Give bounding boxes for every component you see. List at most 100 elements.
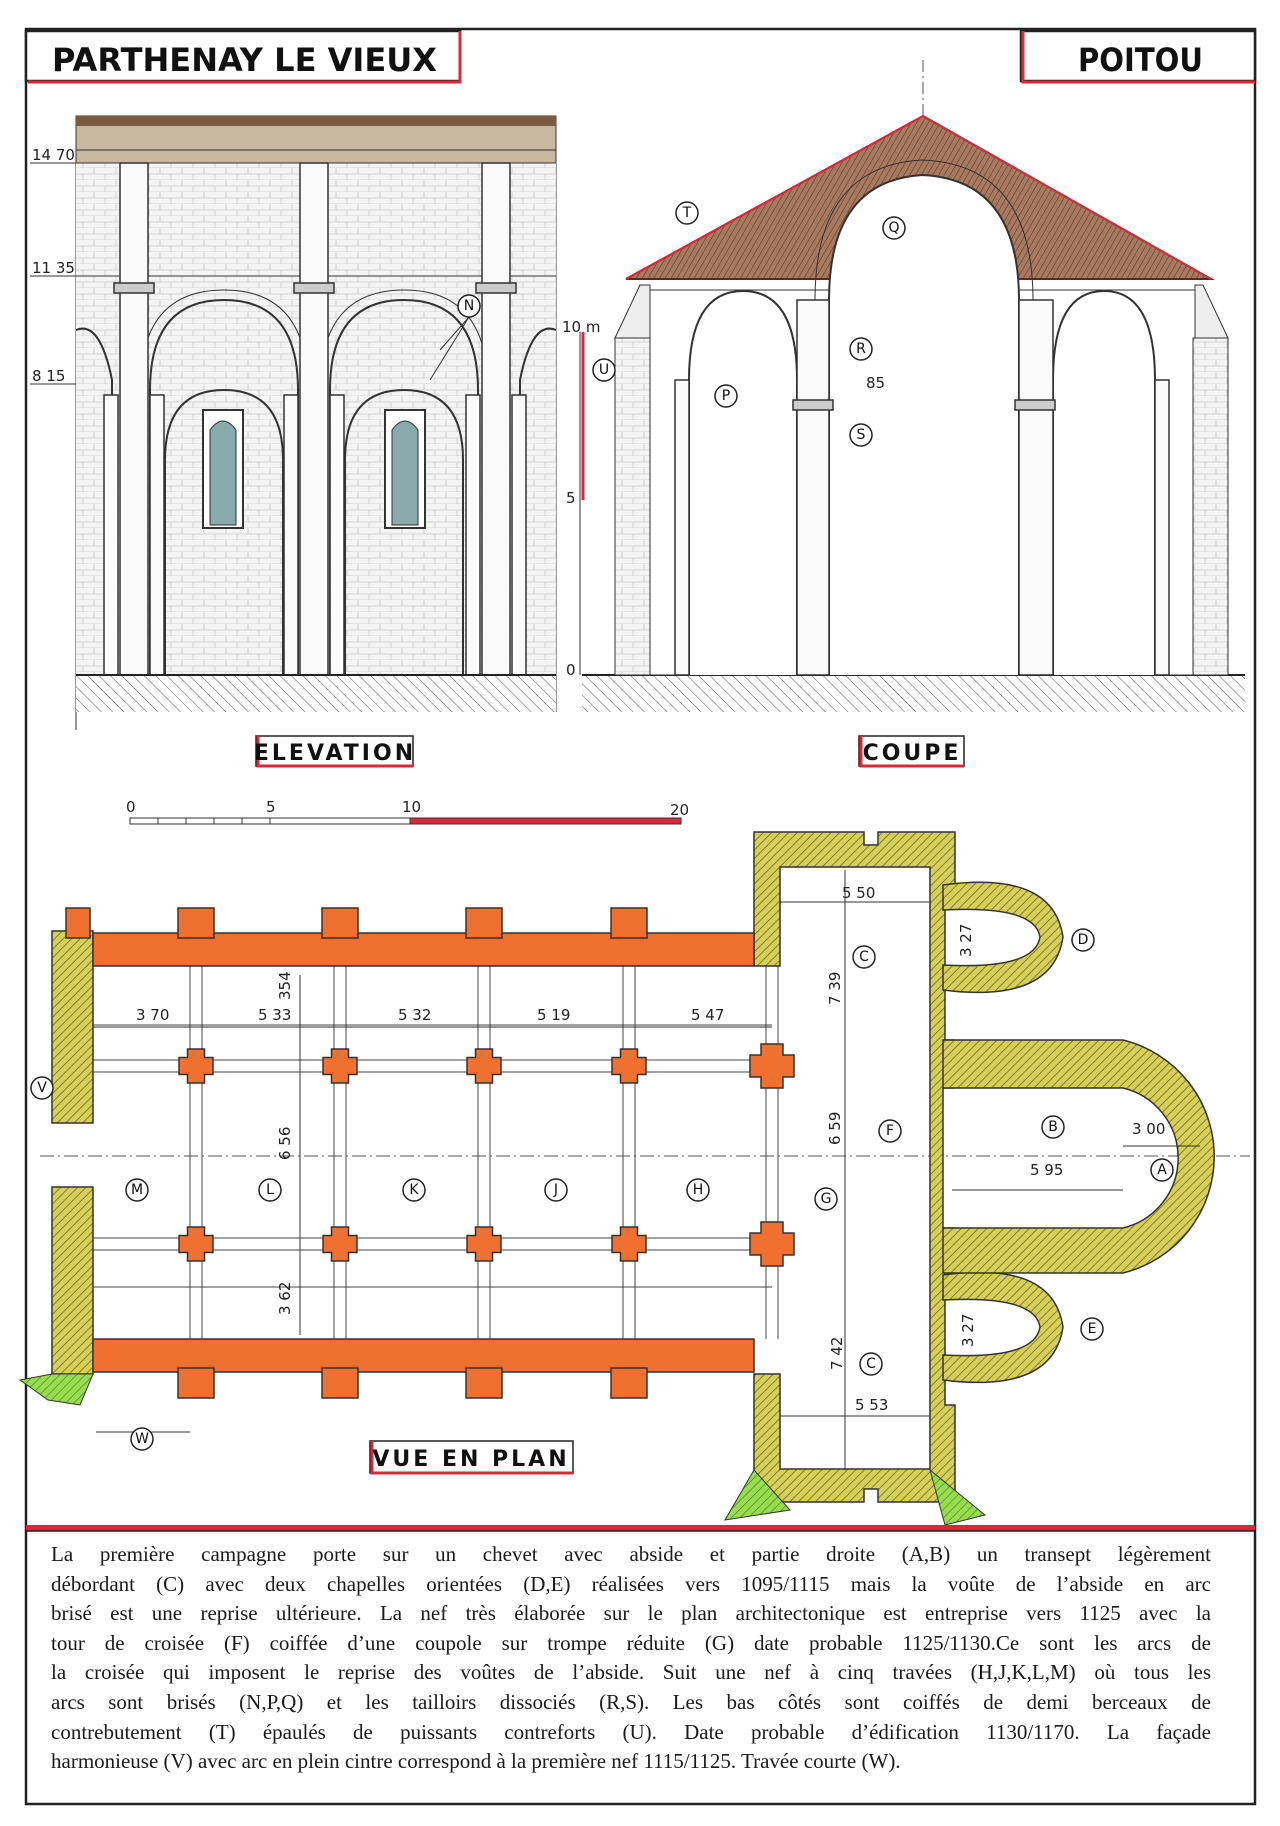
bay-label: H: [686, 1178, 710, 1202]
pier: [178, 1226, 214, 1262]
plan-label-e: E: [1080, 1317, 1104, 1341]
coupe-label-s: S: [849, 423, 873, 447]
buttress: [321, 907, 359, 939]
buttress: [321, 1367, 359, 1399]
plan-label-g: G: [814, 1187, 838, 1211]
svg-text:V: V: [37, 1080, 47, 1096]
svg-text:10: 10: [402, 798, 421, 816]
bay-label: M: [125, 1178, 149, 1202]
coupe-scale-0: 0: [566, 661, 576, 679]
svg-text:5: 5: [266, 798, 276, 816]
svg-text:S: S: [857, 427, 866, 443]
svg-text:E: E: [1088, 1321, 1097, 1337]
caption-coupe: COUPE: [858, 735, 965, 768]
svg-text:T: T: [682, 205, 692, 221]
coupe-dim-85: 85: [866, 374, 885, 392]
label-n: N: [464, 298, 474, 314]
svg-text:0: 0: [126, 798, 136, 816]
svg-text:P: P: [722, 388, 730, 404]
coupe-label-r: R: [849, 337, 873, 361]
svg-text:C: C: [866, 1356, 876, 1372]
description-line: contrebutement (T) épaulés de puissants …: [51, 1719, 1211, 1744]
svg-text:ELEVATION: ELEVATION: [254, 741, 416, 766]
svg-text:W: W: [135, 1431, 149, 1447]
bay-label: K: [402, 1178, 426, 1202]
svg-text:U: U: [599, 362, 609, 378]
description-line: harmonieuse (V) avec arc en plein cintre…: [51, 1749, 901, 1774]
title-right: POITOU: [1078, 41, 1203, 79]
coupe-label-q: Q: [882, 216, 906, 240]
height-1135: 11 35: [32, 259, 75, 277]
dim-553: 5 53: [855, 1396, 888, 1414]
plan-label-a: A: [1150, 1158, 1174, 1182]
buttress: [610, 1367, 648, 1399]
description-line: tour de croisée (F) coiffée d’une coupol…: [51, 1630, 1211, 1655]
dim-742: 7 42: [828, 1337, 846, 1370]
pier: [322, 1226, 358, 1262]
elevation-drawing: 14 70 11 35 8 15 N: [30, 115, 557, 730]
dim-327-e: 3 27: [959, 1314, 977, 1347]
description-text: La première campagne porte sur un chevet…: [51, 1540, 1211, 1777]
nave-dim: 5 33: [258, 1006, 291, 1024]
pier: [466, 1048, 502, 1084]
svg-text:VUE EN PLAN: VUE EN PLAN: [372, 1447, 569, 1472]
title-left: PARTHENAY LE VIEUX: [52, 41, 437, 79]
svg-text:K: K: [409, 1182, 419, 1198]
plan-label-w: W: [130, 1427, 154, 1451]
dim-656: 6 56: [276, 1127, 294, 1160]
coupe-label-t: T: [675, 201, 699, 225]
dim-595: 5 95: [1030, 1161, 1063, 1179]
svg-text:F: F: [886, 1123, 894, 1139]
svg-text:A: A: [1157, 1162, 1167, 1178]
coupe-label-p: P: [714, 384, 738, 408]
svg-text:L: L: [266, 1182, 274, 1198]
nave-dim: 5 32: [398, 1006, 431, 1024]
svg-text:M: M: [131, 1182, 143, 1198]
page-frame: [24, 27, 1257, 1806]
coupe-label-u: U: [592, 358, 616, 382]
buttress: [177, 907, 215, 939]
pier: [749, 1043, 795, 1089]
plan-label-f: F: [878, 1119, 902, 1143]
buttress: [610, 907, 648, 939]
scale-bar: 0 5 10 20: [126, 798, 689, 825]
svg-text:R: R: [856, 341, 866, 357]
pier: [749, 1221, 795, 1267]
dim-327-d: 3 27: [957, 924, 975, 957]
svg-text:B: B: [1048, 1119, 1058, 1135]
buttress: [465, 1367, 503, 1399]
title-box-left: PARTHENAY LE VIEUX: [24, 29, 462, 84]
pier: [466, 1226, 502, 1262]
description-line: débordant (C) avec deux chapelles orient…: [51, 1571, 1211, 1596]
description-line: La première campagne porte sur un chevet…: [51, 1542, 1211, 1566]
dim-739: 7 39: [826, 972, 844, 1005]
window: [384, 409, 426, 529]
pier: [322, 1048, 358, 1084]
plan-label-c-south: C: [859, 1352, 883, 1376]
dim-300: 3 00: [1132, 1120, 1165, 1138]
caption-elevation: ELEVATION: [254, 735, 416, 768]
dim-550: 5 50: [842, 884, 875, 902]
svg-text:COUPE: COUPE: [863, 741, 962, 766]
coupe-scale-10: 10 m: [562, 318, 600, 336]
window: [202, 409, 244, 529]
nave-dim: 5 19: [537, 1006, 570, 1024]
caption-plan: VUE EN PLAN: [369, 1440, 574, 1475]
description-line: la croisée qui imposent le reprise des v…: [51, 1660, 1211, 1685]
svg-text:20: 20: [670, 801, 689, 819]
description-line: arcs sont brisés (N,P,Q) et les tailloir…: [51, 1689, 1211, 1714]
description-line: brisé est une reprise ultérieure. La nef…: [51, 1601, 1211, 1626]
plan-label-b: B: [1041, 1115, 1065, 1139]
pier: [178, 1048, 214, 1084]
height-1470: 14 70: [32, 146, 75, 164]
pier: [611, 1048, 647, 1084]
buttress: [465, 907, 503, 939]
dim-354: 354: [276, 971, 294, 1000]
svg-text:G: G: [821, 1191, 832, 1207]
dim-362: 3 62: [276, 1282, 294, 1315]
svg-text:C: C: [859, 949, 869, 965]
plan-label-d: D: [1071, 928, 1095, 952]
svg-text:Q: Q: [888, 220, 899, 236]
